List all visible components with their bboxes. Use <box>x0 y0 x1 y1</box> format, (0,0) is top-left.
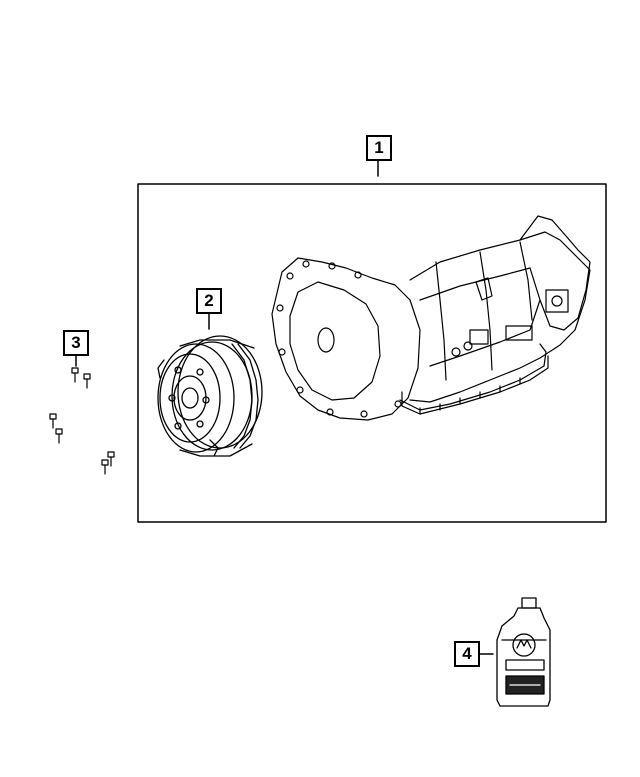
callout-3: 3 <box>63 330 89 356</box>
transmission-illustration <box>271 215 591 421</box>
fluid-bottle-illustration <box>496 597 551 707</box>
callout-1: 1 <box>366 135 392 161</box>
bolt <box>83 373 91 389</box>
callout-4: 4 <box>454 641 480 667</box>
bolt <box>107 451 115 467</box>
bolt <box>49 413 57 429</box>
transmission-assembly-frame <box>137 183 607 523</box>
bolt-set-illustration <box>49 367 115 475</box>
bolt <box>101 459 109 475</box>
torque-converter-illustration <box>157 335 263 457</box>
bolt <box>71 367 79 383</box>
callout-2: 2 <box>196 288 222 314</box>
bolt <box>55 428 63 444</box>
